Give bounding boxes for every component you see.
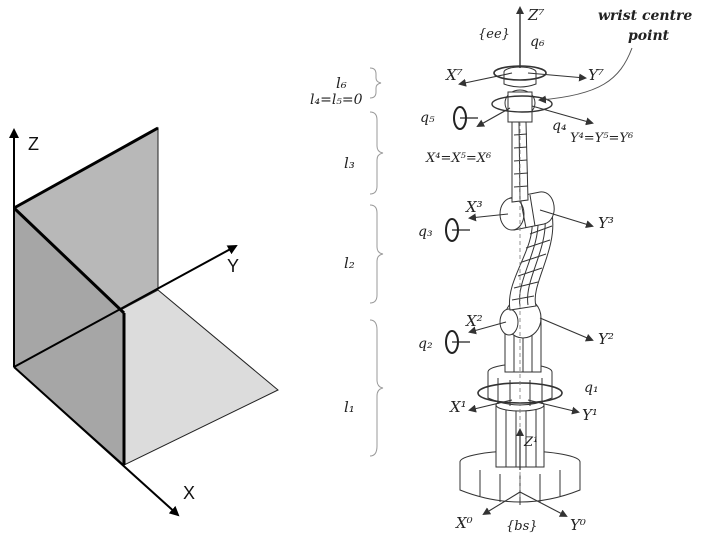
- y1-label: Y¹: [582, 406, 598, 424]
- y7-label: Y⁷: [588, 66, 604, 84]
- x3-axis: [468, 213, 509, 222]
- y2-axis: [539, 317, 594, 342]
- z7-label: Z⁷: [527, 6, 544, 24]
- y3-label: Y³: [598, 214, 614, 232]
- q4-rotation: [491, 95, 553, 113]
- x456-label: X⁴=X⁵=X⁶: [425, 151, 491, 166]
- y2-label: Y²: [598, 330, 614, 348]
- robot-arm-figure: [369, 6, 633, 517]
- x2-axis: [468, 321, 507, 335]
- y3-axis: [539, 209, 594, 229]
- y7-axis: [527, 72, 587, 82]
- q4-label: q₄: [552, 118, 567, 134]
- z1-label: Z¹: [523, 435, 538, 450]
- y-axis: [13, 245, 238, 368]
- l3-label: l₃: [344, 154, 355, 172]
- wrist-body: [507, 91, 533, 123]
- elbow-lines: [519, 194, 536, 229]
- top-edge: [13, 126, 159, 210]
- y0-label: Y⁰: [570, 516, 586, 534]
- frame-axes: [458, 72, 594, 517]
- ee-tag: {ee}: [478, 27, 510, 42]
- forearm-mesh: [513, 121, 529, 201]
- fold-edge: [12, 206, 126, 315]
- q3-label: q₃: [418, 224, 433, 240]
- q1-label: q₁: [584, 380, 599, 396]
- x456-axis: [476, 107, 511, 127]
- wrist: [491, 65, 553, 123]
- l2-label: l₂: [344, 254, 355, 272]
- brace-l3: [369, 111, 384, 195]
- x0-label: X⁰: [455, 514, 473, 532]
- x2-label: X²: [465, 312, 483, 330]
- y1-axis: [527, 399, 580, 415]
- bs-tag: {bs}: [506, 519, 538, 534]
- brace-l1: [369, 319, 384, 457]
- shoulder: [499, 297, 542, 373]
- y-axis-label: Y: [227, 256, 239, 276]
- wrist-centre-line2: point: [628, 28, 670, 44]
- x7-label: X⁷: [445, 66, 463, 84]
- x-axis: [13, 366, 180, 517]
- forearm: [511, 121, 529, 203]
- l4l5-label: l₄=l₅=0: [310, 92, 363, 108]
- x3-label: X³: [465, 198, 483, 216]
- wrist-centre-pointer: [538, 47, 633, 104]
- elbow: [499, 191, 555, 231]
- shoulder-joint-cap: [499, 308, 519, 336]
- y456-label: Y⁴=Y⁵=Y⁶: [570, 131, 633, 146]
- x1-label: X¹: [449, 398, 467, 416]
- base-facets: [479, 470, 561, 505]
- q2-label: q₂: [418, 336, 433, 352]
- brace-l6: [369, 67, 382, 99]
- y0-axis: [519, 491, 568, 517]
- column-lines: [505, 405, 537, 467]
- x0-axis: [482, 491, 521, 516]
- x7-axis: [458, 72, 513, 87]
- q2-glyph: [445, 330, 470, 354]
- z-axis-label: Z: [28, 134, 39, 154]
- l1-label: l₁: [344, 398, 355, 416]
- q5-label: q₅: [420, 110, 435, 126]
- upper-arm-mesh: [511, 215, 553, 307]
- x-axis-label: X: [183, 483, 195, 503]
- q5-glyph: [453, 106, 478, 130]
- brace-l2: [369, 204, 384, 304]
- q3-glyph: [445, 218, 470, 242]
- length-braces: [369, 67, 384, 457]
- wrist-centre-line1: wrist centre: [598, 8, 692, 24]
- joint-rotation-glyphs: [445, 106, 478, 354]
- coordinate-planes-figure: Z Y X: [9, 126, 279, 517]
- x1-axis: [468, 399, 513, 413]
- l6-label: l₆: [336, 74, 347, 92]
- waist-lines: [497, 378, 543, 406]
- robot-labels: {ee} Z⁷ q₆ wrist centre point X⁷ Y⁷ l₆ l…: [310, 6, 692, 534]
- y456-axis: [531, 105, 594, 126]
- q6-label: q₆: [530, 34, 545, 50]
